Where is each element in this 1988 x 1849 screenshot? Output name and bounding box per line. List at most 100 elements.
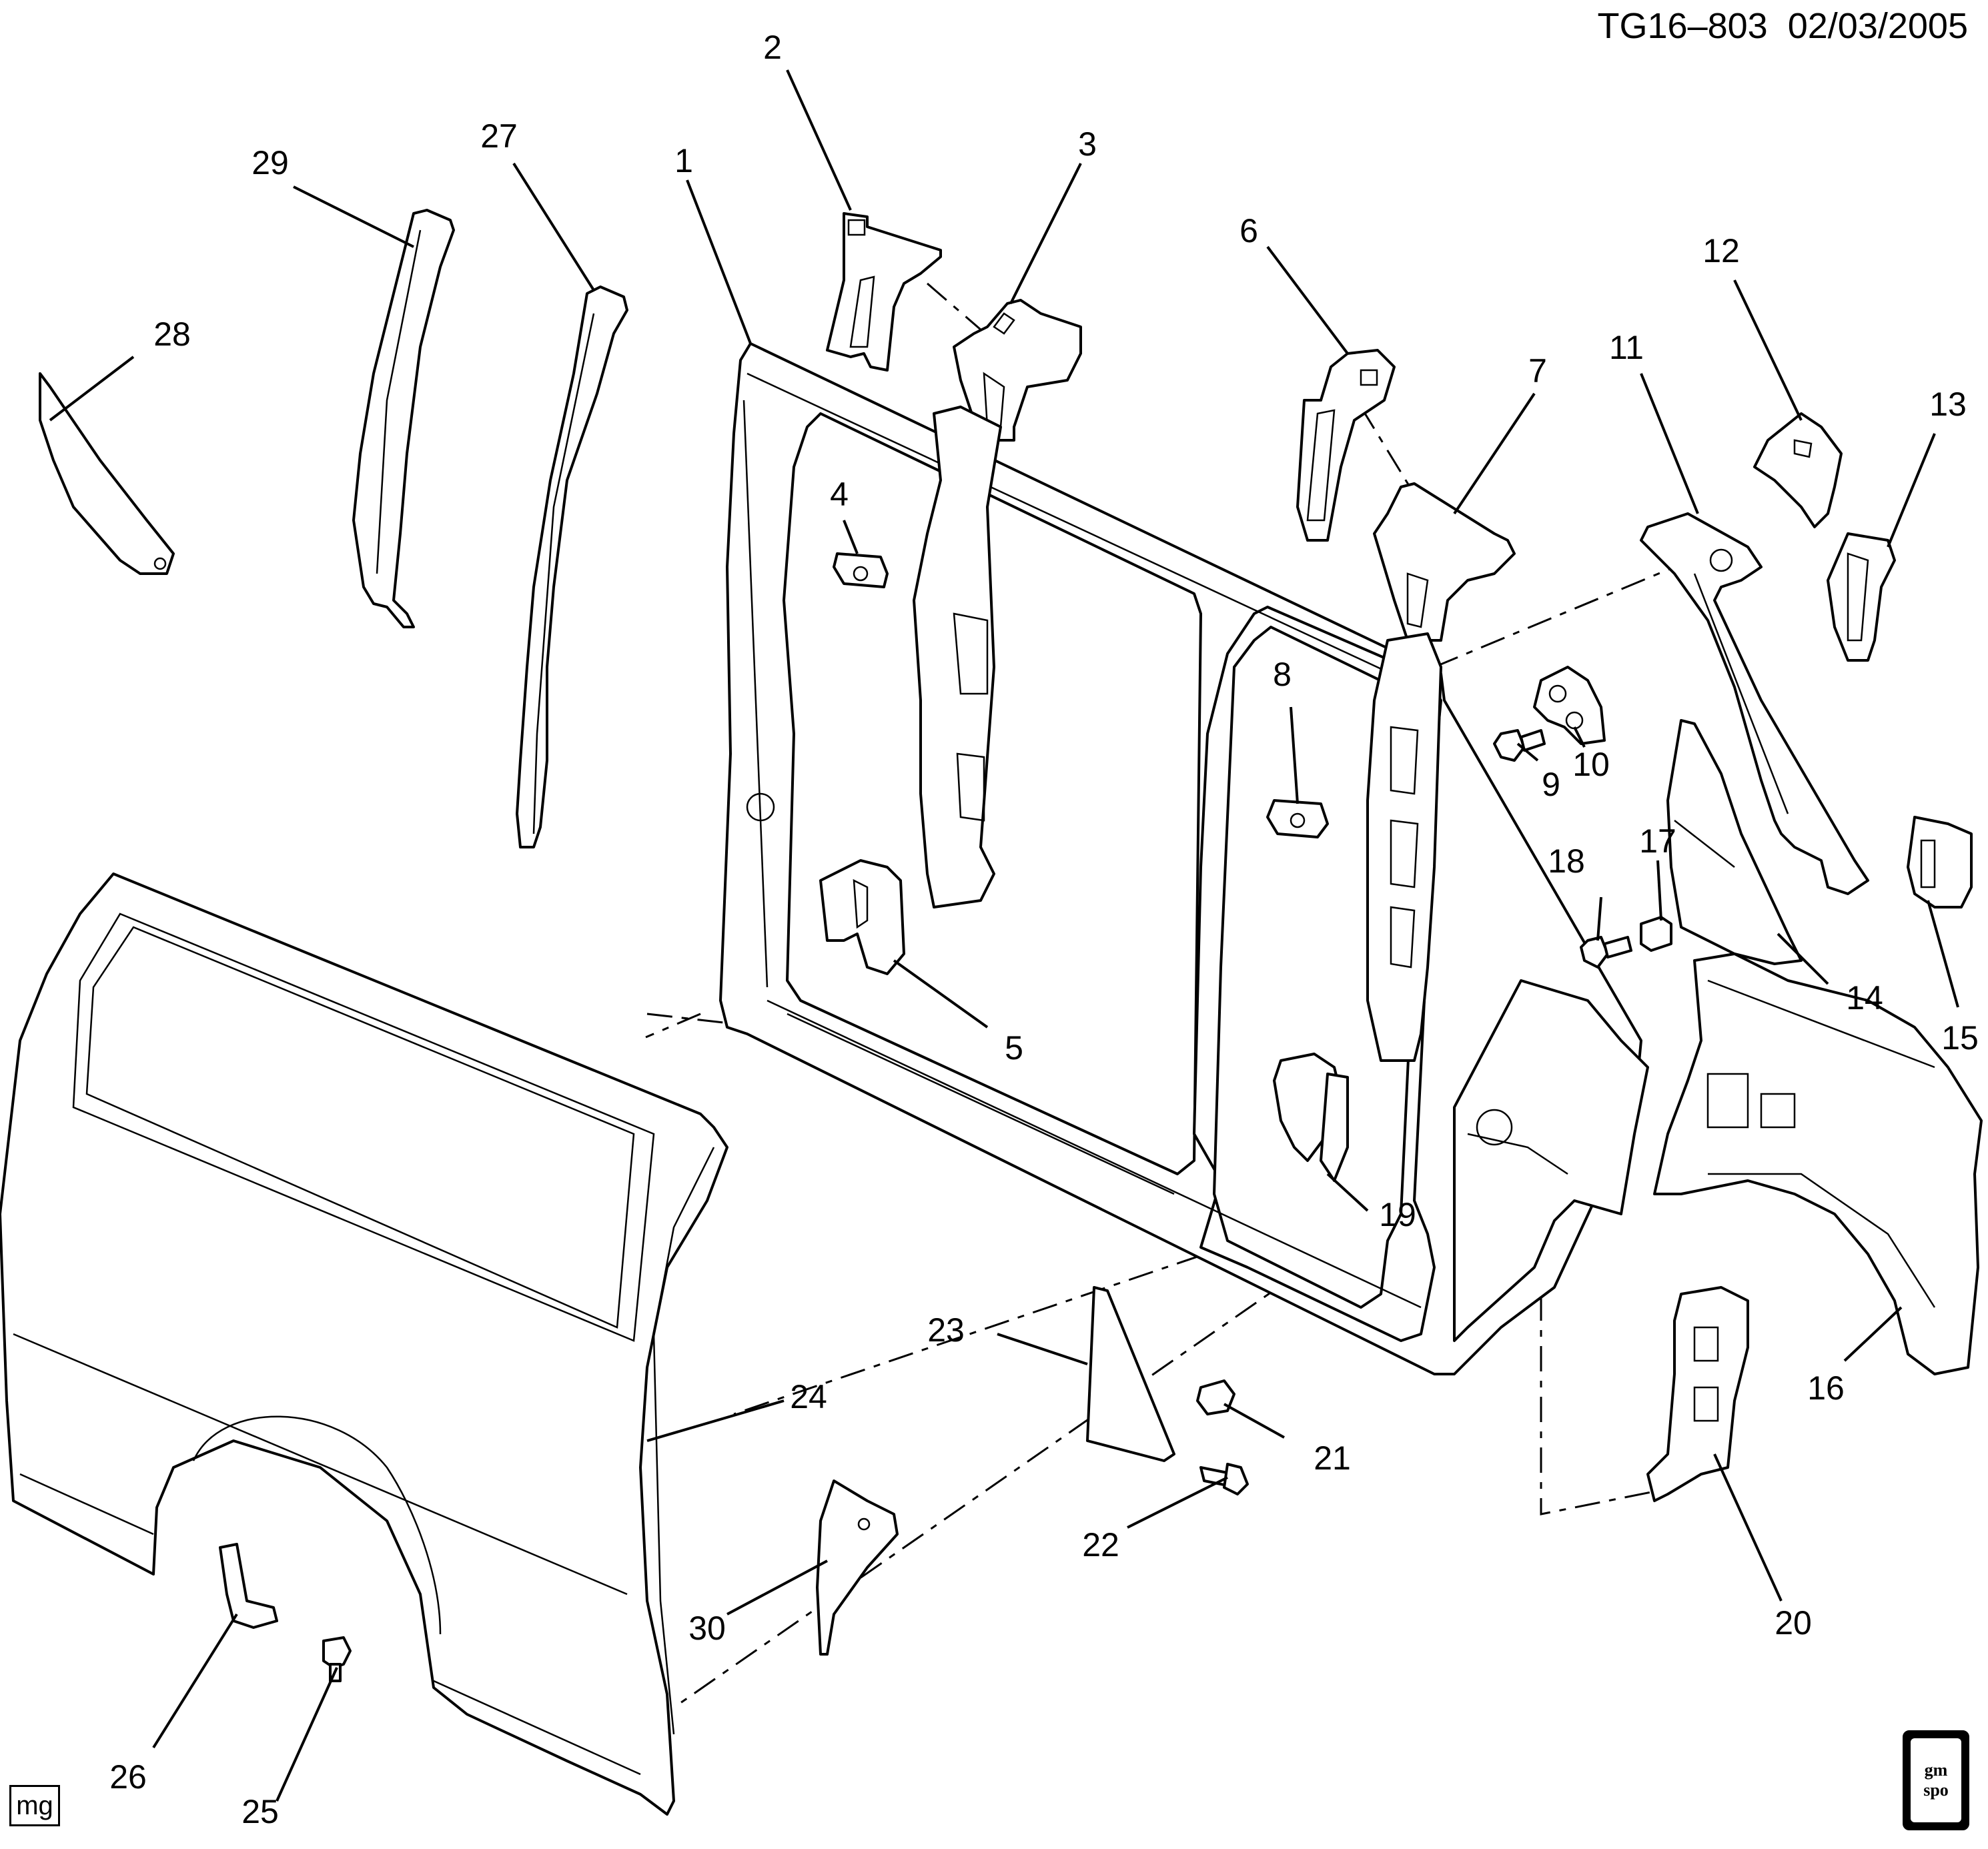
callout-11: 11	[1609, 329, 1644, 366]
leader-29	[293, 185, 414, 248]
callout-4: 4	[830, 476, 849, 513]
part-11-rear-corner-pillar	[1640, 512, 1869, 895]
callout-1: 1	[674, 142, 693, 179]
part-30-bracket	[816, 1479, 899, 1656]
callout-9: 9	[1542, 766, 1560, 803]
leader-21	[1223, 1403, 1285, 1439]
part-5-bracket	[819, 859, 905, 975]
callout-28: 28	[153, 316, 191, 353]
leader-23	[997, 1333, 1088, 1365]
logo-gm: gm	[1924, 1760, 1948, 1780]
part-9-bolt	[1493, 729, 1546, 762]
callout-6: 6	[1239, 212, 1258, 249]
leader-8	[1290, 706, 1299, 804]
part-8-plug	[1266, 799, 1329, 838]
leader-24	[646, 1399, 785, 1442]
part-15-bracket	[1907, 816, 1973, 908]
callout-17: 17	[1639, 822, 1676, 860]
callout-24: 24	[790, 1378, 827, 1415]
callout-14: 14	[1846, 979, 1883, 1017]
leader-27	[512, 162, 595, 291]
leader-17	[1656, 860, 1662, 921]
part-18-bolt	[1580, 936, 1632, 969]
leader-30	[726, 1560, 828, 1616]
part-24-outer-side-panel	[0, 872, 728, 1816]
callout-21: 21	[1314, 1439, 1351, 1477]
callout-3: 3	[1078, 125, 1097, 163]
callout-13: 13	[1929, 386, 1967, 423]
logo-face: gm spo	[1911, 1738, 1961, 1822]
part-12-bracket	[1753, 412, 1843, 528]
leader-11	[1640, 373, 1699, 514]
leader-28	[49, 356, 135, 422]
callout-25: 25	[241, 1793, 279, 1830]
leader-18	[1596, 896, 1602, 941]
part-6-pillar-reinforcement	[1296, 349, 1396, 542]
leader-lines	[49, 69, 1959, 1802]
part-25-push-pin	[322, 1636, 352, 1682]
leader-13	[1887, 433, 1936, 548]
part-22-bolt	[1199, 1463, 1249, 1495]
leader-3	[1009, 163, 1082, 304]
leader-22	[1127, 1476, 1228, 1529]
part-29-roof-rail	[352, 209, 455, 628]
logo-spo: spo	[1923, 1780, 1949, 1800]
center-pillar-inner	[913, 406, 1002, 908]
callout-7: 7	[1528, 352, 1547, 390]
rear-pillar-inner	[1366, 632, 1442, 1062]
part-3-pillar-inner	[953, 299, 1082, 442]
diagram-date: 02/03/2005	[1787, 6, 1968, 46]
diagram-code: TG16–803	[1597, 6, 1768, 46]
leader-10	[1573, 726, 1586, 748]
callout-16: 16	[1807, 1369, 1845, 1407]
callout-19: 19	[1379, 1196, 1416, 1233]
leader-20	[1713, 1453, 1783, 1602]
callout-15: 15	[1941, 1019, 1979, 1057]
part-13-reinforcement	[1827, 532, 1896, 662]
leader-12	[1733, 279, 1803, 421]
part-17-clip	[1640, 916, 1672, 952]
part-16-wheelhouse	[1653, 953, 1983, 1375]
leader-2	[786, 69, 852, 211]
author-tag-text: mg	[16, 1790, 53, 1820]
leader-26	[152, 1613, 238, 1749]
callout-10: 10	[1572, 746, 1610, 783]
part-19-bracket	[1273, 1053, 1349, 1182]
part-28-bracket	[39, 372, 175, 575]
part-20-lower-reinforcement	[1646, 1286, 1749, 1502]
callout-30: 30	[688, 1610, 726, 1647]
callout-2: 2	[763, 29, 782, 66]
leader-14	[1777, 933, 1829, 985]
callout-27: 27	[480, 117, 518, 155]
callout-12: 12	[1702, 232, 1740, 269]
callout-22: 22	[1082, 1526, 1119, 1564]
leader-4	[843, 520, 859, 554]
callout-8: 8	[1273, 656, 1292, 693]
leader-15	[1927, 900, 1959, 1008]
part-27-roof-bow-rail	[516, 285, 628, 848]
callout-23: 23	[927, 1311, 965, 1349]
leader-25	[276, 1667, 338, 1802]
leader-1	[686, 179, 752, 344]
leader-19	[1326, 1173, 1369, 1212]
part-10-bracket	[1533, 666, 1606, 745]
callout-20: 20	[1775, 1604, 1812, 1642]
part-2-pillar-reinforcement-upper	[826, 212, 942, 372]
part-1-side-frame	[719, 342, 1649, 1375]
leader-5	[893, 959, 989, 1029]
gm-spo-logo: gm spo	[1903, 1730, 1969, 1830]
author-tag: mg	[9, 1785, 60, 1826]
part-23-trim-triangle	[1086, 1286, 1175, 1462]
part-21-clip	[1196, 1379, 1235, 1415]
leader-7	[1453, 392, 1536, 515]
part-4-plug	[833, 552, 889, 588]
leader-6	[1266, 245, 1349, 355]
leader-16	[1843, 1306, 1903, 1362]
callout-18: 18	[1548, 842, 1585, 880]
callout-5: 5	[1005, 1029, 1023, 1067]
leader-9	[1516, 742, 1539, 762]
callout-26: 26	[109, 1758, 147, 1796]
callout-labels: 1 2 3 4 5 6 7 8 9 10 11 12 13 14 15 16 1…	[109, 29, 1979, 1830]
part-26-flap	[219, 1543, 278, 1629]
callout-29: 29	[252, 144, 289, 181]
